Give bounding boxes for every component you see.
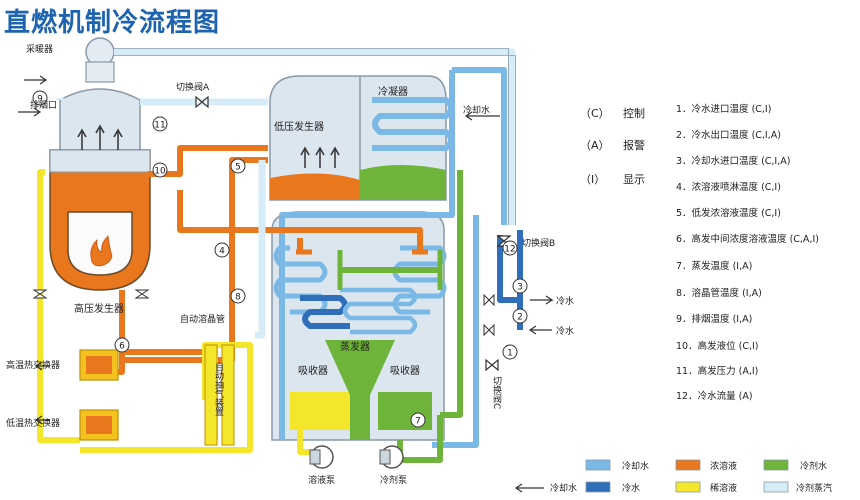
label-low-hx: 低温热交换器 (6, 417, 60, 429)
sensor-markers: 1 2 3 4 5 6 7 8 9 10 11 12 (32, 90, 528, 428)
flag-code-i: （I） (580, 173, 605, 186)
label-cold-water-2: 冷水 (556, 325, 574, 337)
label-solution-pump: 溶液泵 (308, 474, 335, 486)
flag-label-i: 显示 (623, 173, 645, 186)
sensor-number: 12 (504, 245, 515, 255)
label-condenser: 冷凝器 (378, 85, 408, 98)
legend-label-refrigerant-water: 冷剂水 (800, 460, 827, 472)
label-auto-gas: 自动抽气装置 (213, 361, 224, 416)
sensor-number: 1 (507, 349, 513, 359)
point-6: 6．高发中间浓度溶液温度 (C,A,I) (676, 233, 819, 245)
sensor-number: 10 (154, 167, 166, 177)
sensor-7 (410, 412, 426, 428)
legend-swatch-cooling-water (585, 459, 611, 471)
point-11: 11．高发压力 (A,I) (676, 365, 758, 377)
diagram-title: 直燃机制冷流程图 (4, 8, 221, 38)
flag-legend: （C） 控制 （A） 报警 （I） 显示 (580, 106, 645, 186)
auto-purge-device (204, 344, 235, 446)
point-9: 9．排烟温度 (I,A) (676, 313, 752, 325)
sensor-4 (214, 242, 230, 258)
component-labels: 采暖器 排烟口 切换阀A 低压发生器 冷凝器 冷却水 切换阀B 高压发生器 高温… (6, 43, 577, 494)
flag-label-c: 控制 (623, 106, 645, 120)
cold-water-valves[interactable] (32, 289, 495, 337)
sensor-number: 9 (37, 95, 43, 105)
label-auto-bleed: 自动溶晶管 (180, 313, 225, 325)
label-high-generator: 高压发生器 (74, 302, 124, 315)
label-exhaust: 排烟口 (30, 99, 57, 111)
point-7: 7．蒸发温度 (I,A) (676, 260, 752, 272)
sensor-2 (512, 308, 528, 324)
label-absorber-right: 吸收器 (390, 364, 420, 377)
flag-label-a: 报警 (623, 138, 645, 152)
sensor-6 (114, 337, 130, 353)
sensor-11 (152, 116, 168, 132)
label-switch-valve-c: 切换阀C (491, 376, 502, 409)
label-switch-valve-b: 切换阀B (522, 237, 555, 249)
label-heater: 采暖器 (26, 43, 53, 55)
cooling-water-pipes (279, 67, 507, 448)
label-absorber-left: 吸收器 (298, 364, 328, 377)
switch-valve-c[interactable] (485, 358, 499, 372)
sensor-number: 3 (517, 283, 523, 293)
color-legend: 冷却水 浓溶液 冷剂水 冷水 稀溶液 冷剂蒸汽 (585, 459, 832, 494)
pipe-outlines (114, 48, 516, 225)
legend-swatch-dilute-solution (675, 481, 701, 493)
legend-label-dilute-solution: 稀溶液 (710, 482, 737, 494)
sensor-number: 8 (235, 293, 241, 303)
point-4: 4．浓溶液喷淋温度 (C,I) (676, 181, 781, 193)
point-10: 10．高发液位 (C,I) (676, 340, 758, 352)
sensor-number: 6 (119, 342, 125, 352)
chilled-water-coils (340, 287, 418, 335)
flow-arrows (18, 75, 554, 493)
high-temp-heat-exchanger (79, 349, 119, 381)
legend-swatch-strong-solution (675, 459, 701, 471)
sensor-5 (230, 158, 246, 174)
sensor-10 (152, 162, 168, 178)
legend-swatch-chilled-water (585, 481, 611, 493)
label-switch-valve-a: 切换阀A (176, 81, 210, 93)
legend-label-strong-solution: 浓溶液 (710, 460, 737, 472)
point-8: 8．溶晶管温度 (I,A) (676, 287, 762, 299)
switch-valve-a[interactable] (195, 95, 209, 109)
sensor-number: 5 (235, 163, 241, 173)
point-5: 5．低发浓溶液温度 (C,I) (676, 207, 781, 219)
legend-label-chilled-water: 冷水 (622, 482, 640, 494)
low-temp-heat-exchanger (79, 409, 119, 441)
high-pressure-generator (49, 37, 151, 291)
legend-swatch-refrigerant-vapor (763, 481, 789, 493)
refrigerant-pump (379, 445, 404, 469)
point-2: 2．冷水出口温度 (C,I,A) (676, 129, 781, 141)
legend-label-cooling-water: 冷却水 (622, 460, 649, 472)
label-low-generator: 低压发生器 (274, 120, 324, 133)
point-12: 12．冷水流量 (A) (676, 390, 753, 402)
label-refrigerant-pump: 冷剂泵 (380, 474, 407, 486)
low-generator-condenser-shell (269, 75, 447, 201)
sensor-number: 4 (219, 247, 225, 257)
label-evaporator: 蒸发器 (340, 340, 370, 353)
label-cooling-water-bottom: 冷却水 (550, 482, 577, 494)
label-cooling-water-in: 冷却水 (463, 104, 490, 116)
label-cold-water-1: 冷水 (556, 295, 574, 307)
sensor-number: 7 (415, 417, 421, 427)
legend-label-refrigerant-vapor: 冷剂蒸汽 (796, 482, 832, 494)
sensor-9 (32, 90, 48, 106)
point-3: 3．冷却水进口温度 (C,I,A) (676, 155, 790, 167)
sensor-1 (502, 344, 518, 360)
label-high-hx: 高温热交换器 (6, 359, 60, 371)
sensor-number: 11 (154, 121, 165, 131)
flag-code-c: （C） (580, 107, 610, 120)
sensor-3 (512, 278, 528, 294)
monitoring-point-list: 1．冷水进口温度 (C,I) 2．冷水出口温度 (C,I,A) 3．冷却水进口温… (676, 103, 819, 402)
point-1: 1．冷水进口温度 (C,I) (676, 103, 771, 115)
sensor-number: 2 (517, 313, 523, 323)
legend-swatch-refrigerant-water (763, 459, 789, 471)
flag-code-a: （A） (580, 139, 610, 152)
sensor-8 (230, 288, 246, 304)
sensor-12 (502, 240, 518, 256)
solution-pump (309, 445, 334, 469)
